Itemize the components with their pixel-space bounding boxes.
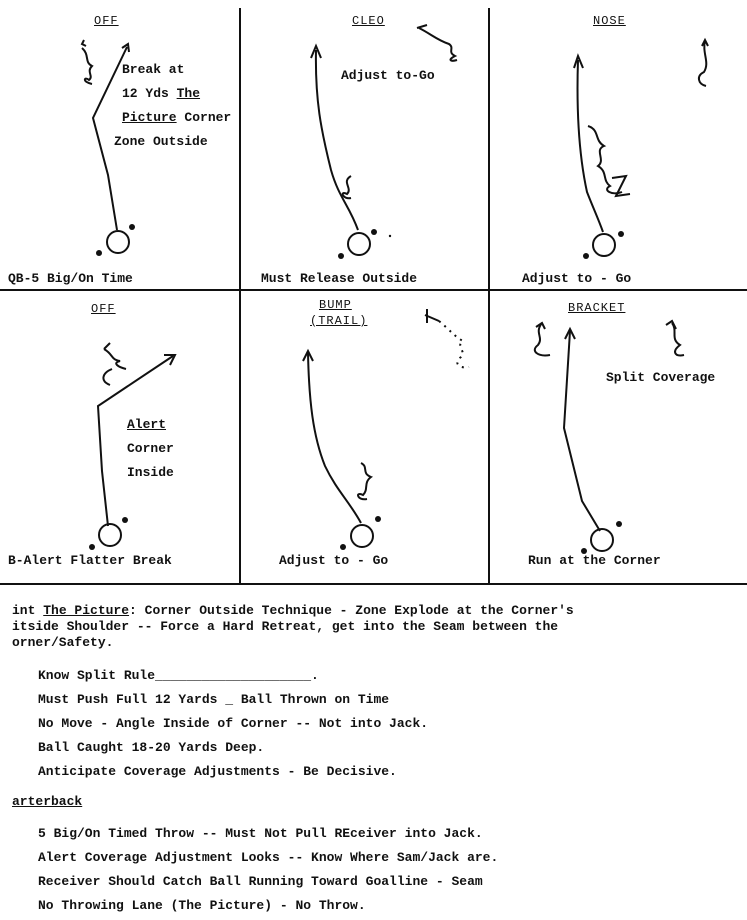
panel-caption: Must Release Outside	[261, 271, 418, 286]
rule-item: Ball Caught 18-20 Yards Deep.	[38, 740, 265, 755]
panel-off-alert: OFF Alert Corner Inside B-Alert Flatter …	[0, 291, 239, 583]
panel-title: BUMP	[319, 298, 352, 312]
panel-caption: B-Alert Flatter Break	[8, 553, 172, 568]
route-diagram	[310, 24, 458, 259]
intro-line-3: orner/Safety.	[12, 635, 114, 650]
panel-title: OFF	[94, 14, 119, 28]
grid-divider	[488, 8, 490, 585]
intro-line-2: itside Shoulder -- Force a Hard Retreat,…	[12, 619, 559, 634]
qb-rule-item: Alert Coverage Adjustment Looks -- Know …	[38, 850, 499, 865]
panel-note-tail: Zone Outside	[114, 134, 208, 149]
grid-divider	[239, 8, 241, 585]
panel-title: NOSE	[593, 14, 626, 28]
intro-line-1: int The Picture: Corner Outside Techniqu…	[12, 603, 574, 618]
panel-note: Alert Corner Inside	[127, 417, 174, 480]
rule-item: Must Push Full 12 Yards _ Ball Thrown on…	[38, 692, 390, 707]
play-diagram-grid: OFF Break at 12 Yds The Picture Corner Z…	[0, 0, 747, 585]
panel-caption: Adjust to - Go	[279, 553, 389, 568]
panel-note: Adjust to-Go	[341, 68, 435, 83]
panel-note: Split Coverage	[606, 370, 716, 385]
section-heading: arterback	[12, 794, 83, 809]
grid-divider	[0, 583, 747, 585]
route-diagram	[573, 37, 709, 259]
panel-subtitle: (TRAIL)	[310, 314, 368, 328]
panel-caption: QB-5 Big/On Time	[8, 271, 133, 286]
panel-note: Break at 12 Yds The Picture Corner	[122, 62, 232, 125]
rule-item: No Move - Angle Inside of Corner -- Not …	[38, 716, 429, 731]
panel-title: CLEO	[352, 14, 385, 28]
route-diagram	[80, 39, 135, 256]
rule-item: Anticipate Coverage Adjustments - Be Dec…	[38, 764, 397, 779]
panel-bracket: BRACKET Split Coverage Run at the Corner	[490, 291, 747, 583]
qb-rule-item: Receiver Should Catch Ball Running Towar…	[38, 874, 483, 889]
panel-cleo: CLEO Adjust to-Go Must Release Outside	[241, 0, 488, 289]
panel-nose: NOSE Adjust to - Go	[490, 0, 747, 289]
rule-item: Know Split Rule____________________.	[38, 668, 319, 683]
route-diagram	[89, 342, 177, 550]
grid-divider	[0, 289, 747, 291]
panel-title: OFF	[91, 302, 116, 316]
route-diagram	[302, 309, 470, 550]
qb-rule-item: 5 Big/On Timed Throw -- Must Not Pull RE…	[38, 826, 483, 841]
panel-off-break: OFF Break at 12 Yds The Picture Corner Z…	[0, 0, 239, 289]
panel-caption: Run at the Corner	[528, 553, 661, 568]
panel-title: BRACKET	[568, 301, 626, 315]
panel-caption: Adjust to - Go	[522, 271, 632, 286]
route-diagram	[533, 319, 685, 554]
panel-bump-trail: BUMP (TRAIL) Adjust to - Go	[241, 291, 488, 583]
qb-rule-item: No Throwing Lane (The Picture) - No Thro…	[38, 898, 366, 913]
